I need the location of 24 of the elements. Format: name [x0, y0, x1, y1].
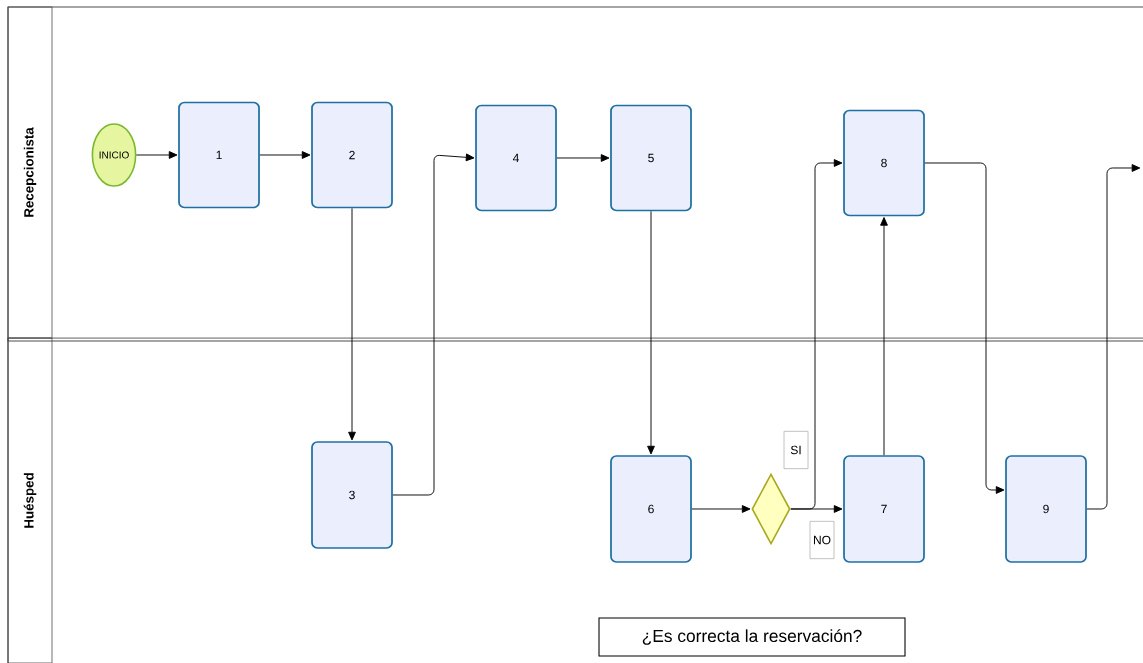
arrow: [556, 154, 610, 162]
task-box: 4: [475, 104, 557, 212]
start-event: INICIO: [91, 123, 137, 187]
arrow: [348, 207, 356, 441]
task-box: 7: [843, 455, 925, 563]
task-box: 6: [610, 455, 692, 563]
task-box: 5: [610, 104, 692, 212]
arrow: [880, 217, 888, 456]
arrow: [924, 162, 1005, 494]
annotation-box: ¿Es correcta la reservación?: [598, 617, 906, 657]
task-box: 9: [1005, 455, 1087, 563]
arrow: [392, 153, 475, 496]
edge-label: NO: [809, 520, 835, 560]
edge-label: SI: [783, 430, 809, 470]
arrow: [1086, 164, 1141, 510]
task-box: 3: [311, 441, 393, 549]
task-box: 2: [311, 101, 393, 209]
arrow: [647, 210, 655, 455]
task-box: 1: [178, 101, 260, 209]
arrow: [135, 151, 178, 159]
arrow: [790, 505, 843, 513]
arrow: [259, 151, 311, 159]
task-box: 8: [843, 109, 925, 217]
arrow: [691, 505, 751, 513]
